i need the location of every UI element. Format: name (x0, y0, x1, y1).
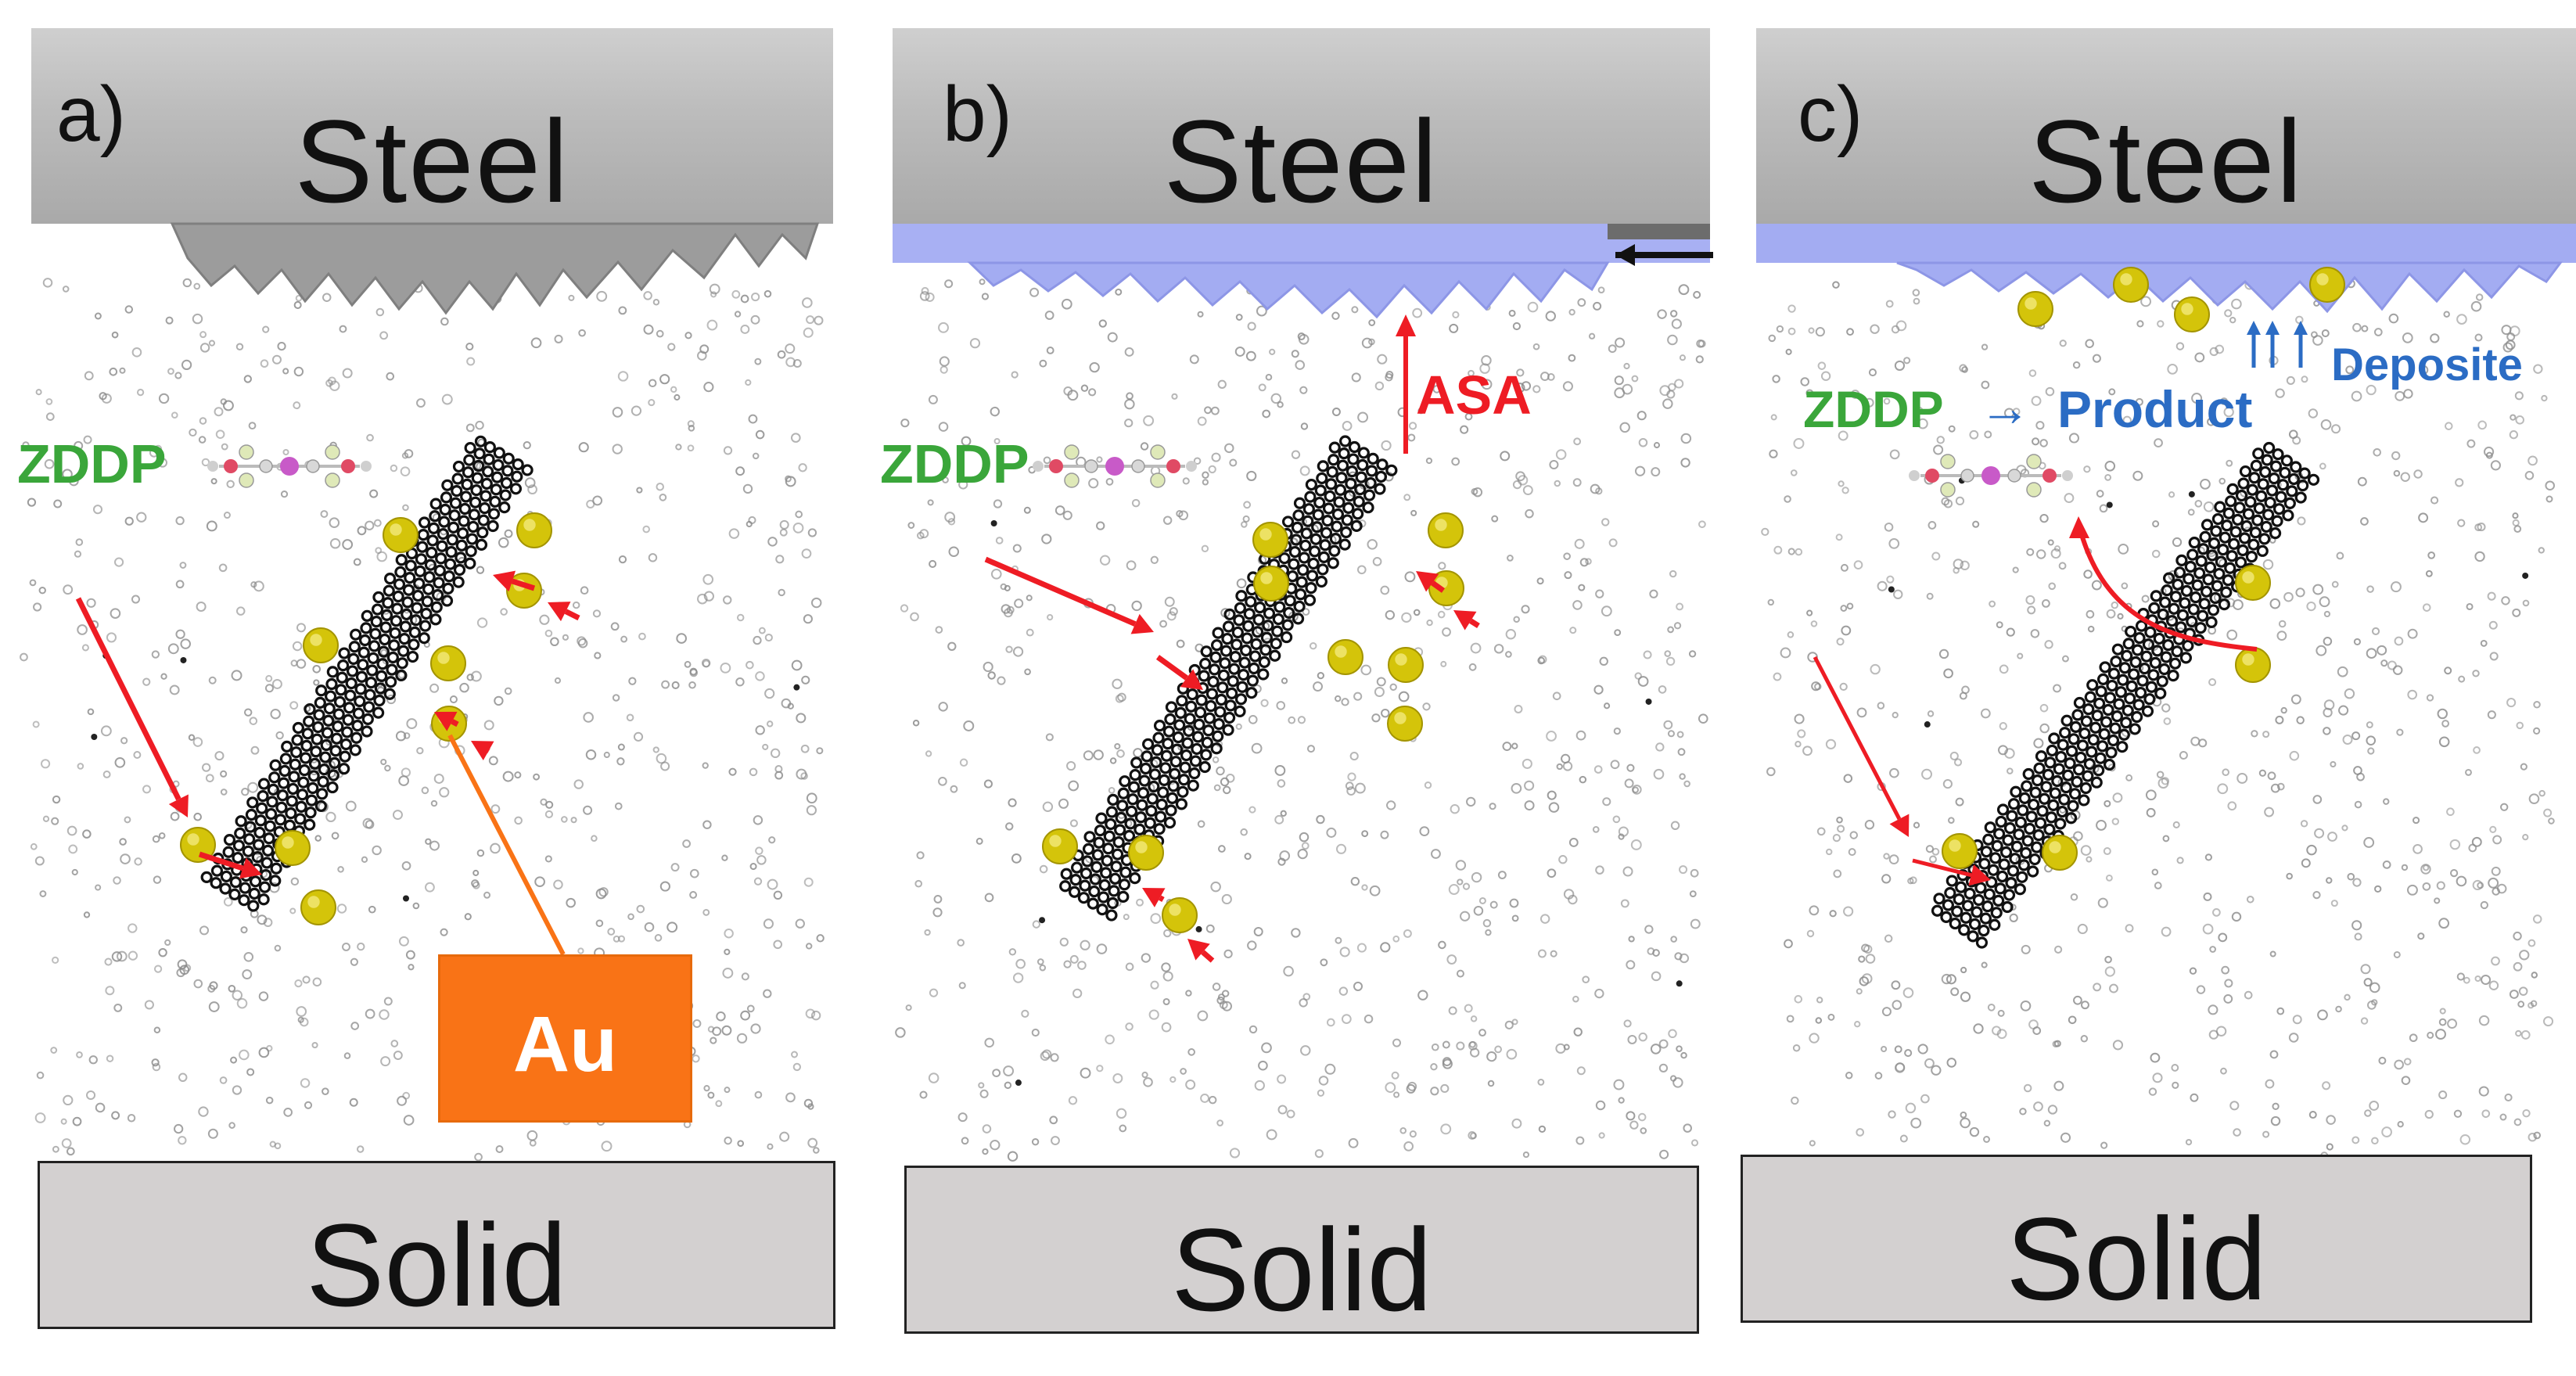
panel-c: Steel c) ZDDP → Product Deposite Solid (1741, 0, 2576, 1376)
au-nanoparticle (516, 512, 552, 548)
au-nanoparticle (2235, 565, 2271, 601)
au-nanoparticle (2017, 291, 2053, 327)
au-nanoparticle (1942, 833, 1978, 869)
red-arrow (1155, 655, 1203, 690)
asa-label: ASA (1416, 365, 1532, 426)
au-label: Au (512, 1001, 618, 1088)
product-label: Product (2057, 380, 2253, 438)
fluid-molecules (895, 278, 1708, 1162)
red-arrow (1813, 656, 1910, 837)
zddp-label: ZDDP (880, 433, 1029, 494)
solid-block: Solid (904, 1166, 1699, 1334)
carbon-nanotube (1931, 441, 2320, 949)
au-pointer-line (447, 734, 566, 956)
red-arrow (1142, 888, 1166, 907)
curved-red-arrow (2069, 516, 2258, 652)
au-nanoparticle (2235, 647, 2271, 683)
au-nanoparticle (1253, 566, 1289, 602)
au-nanoparticle (2113, 267, 2149, 303)
deposite-label: Deposite (2331, 340, 2523, 390)
panel-letter: c) (1798, 70, 1863, 158)
red-arrow (434, 711, 459, 731)
red-arrow (1416, 571, 1446, 593)
au-label-box: Au (438, 954, 692, 1123)
au-nanoparticle (1428, 512, 1464, 548)
steel-label: Steel (294, 95, 570, 227)
panel-letter: a) (56, 70, 126, 158)
red-arrow (471, 741, 494, 760)
zddp-label: ZDDP (1803, 380, 1944, 438)
steel-block: Steel (31, 28, 833, 224)
solid-label: Solid (306, 1199, 567, 1331)
steel-block: Steel (893, 28, 1710, 224)
steel-label: Steel (2028, 95, 2304, 227)
red-arrow (548, 602, 580, 622)
au-nanoparticle (2309, 267, 2345, 303)
red-arrow (1912, 858, 1991, 886)
au-nanoparticle (383, 517, 419, 553)
carbon-nanotube (1059, 435, 1398, 922)
au-nanoparticle (1328, 639, 1363, 675)
panel-a: Steel a) ZDDP Au Solid (0, 0, 845, 1376)
au-nanoparticle (2042, 835, 2078, 871)
red-arrow (1453, 610, 1480, 631)
red-arrow (984, 556, 1154, 634)
solid-label: Solid (2006, 1193, 2267, 1324)
solid-label: Solid (1171, 1204, 1432, 1335)
zddp-label: ZDDP (17, 433, 167, 494)
au-nanoparticle (1387, 706, 1423, 742)
deposite-arrow-icon (2265, 321, 2280, 368)
fluid-background (895, 278, 1708, 1162)
au-nanoparticle (1252, 522, 1288, 558)
au-nanoparticle (1128, 835, 1164, 871)
zddp-molecule (1033, 444, 1197, 488)
deposite-arrow-icon (2294, 321, 2308, 368)
asa-arrow (1396, 314, 1416, 454)
solid-block: Solid (38, 1161, 835, 1329)
carbon-nanotube (200, 435, 534, 912)
tribofilm-layer (893, 224, 1713, 319)
red-arrow (198, 851, 262, 879)
zddp-molecule (1909, 454, 2073, 498)
red-arrow (1187, 939, 1215, 963)
nanotube-scene (75, 435, 580, 956)
reaction-arrow-icon: → (1979, 379, 2031, 437)
au-nanoparticle (1162, 897, 1198, 933)
nanotube-scene (984, 314, 1480, 963)
tribofilm-layer (1756, 224, 2576, 314)
zddp-molecule (207, 444, 372, 488)
au-nanoparticle (1388, 647, 1424, 683)
au-nanoparticle (430, 645, 466, 681)
steel-block: Steel (1756, 28, 2576, 224)
panel-b: Steel b) ZDDP ASA Solid (876, 0, 1729, 1376)
steel-rough-surface (170, 222, 820, 315)
deposite-arrow-icon (2247, 321, 2261, 368)
red-arrow (75, 597, 189, 817)
steel-label: Steel (1163, 95, 1439, 227)
au-nanoparticle (300, 889, 336, 925)
au-nanoparticle (303, 627, 339, 663)
au-nanoparticle (2174, 296, 2210, 332)
nanotube-scene (1813, 267, 2345, 949)
au-nanoparticle (275, 830, 311, 866)
panel-letter: b) (943, 70, 1012, 158)
au-nanoparticle (1042, 828, 1078, 864)
solid-block: Solid (1741, 1155, 2532, 1323)
red-arrow (493, 570, 536, 592)
